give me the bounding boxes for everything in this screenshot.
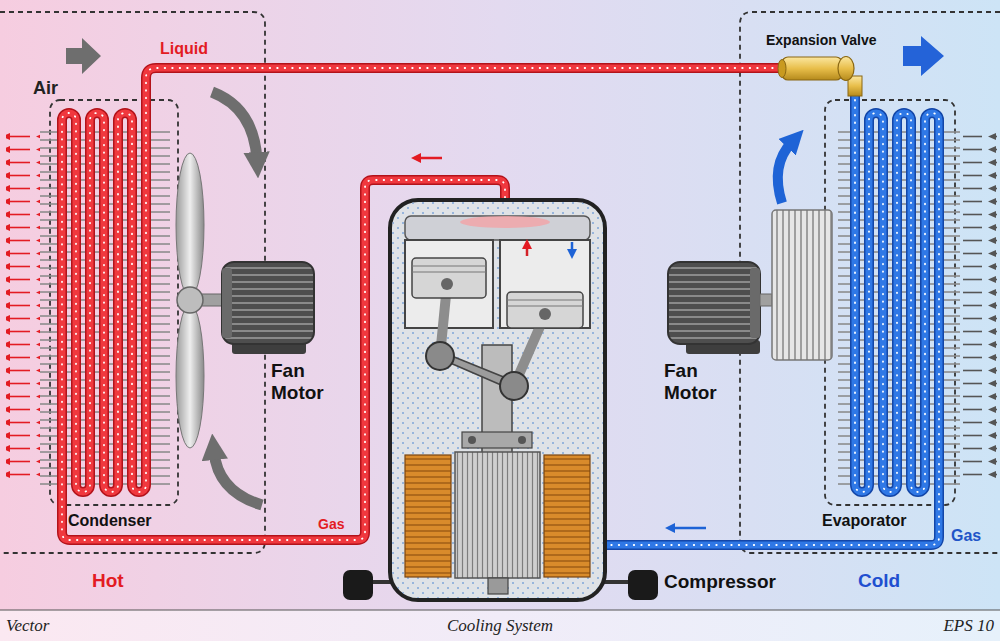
cold-pipe-part <box>602 85 939 545</box>
condenser-fan-part <box>177 287 203 313</box>
fan-motor-part <box>750 268 760 338</box>
compressor-pistons-part <box>441 278 453 290</box>
compressor-pistons-part <box>460 216 550 228</box>
flow-arrow-part <box>66 38 101 74</box>
flow-arrow-part <box>778 142 792 203</box>
compressor-pistons-part <box>412 258 486 298</box>
compressor-feet-part <box>370 580 392 584</box>
compressor-housing <box>390 200 605 600</box>
heat-arrows-part <box>963 128 997 480</box>
compressor-pistons-part <box>412 265 486 266</box>
compressor-crankshaft-part <box>518 436 526 444</box>
component-label: Condenser <box>68 512 152 530</box>
fan-motor-part <box>222 262 314 344</box>
side-label: Hot <box>92 570 124 592</box>
compressor-pistons-part <box>526 244 529 256</box>
flow-arrow-part <box>903 36 944 76</box>
hot-pipe-part <box>416 157 442 160</box>
condenser-fan-part <box>176 153 204 297</box>
cold-pipe-part <box>602 85 939 545</box>
compressor-feet-part <box>343 570 373 600</box>
background-part <box>0 610 1000 611</box>
flow-arrow <box>66 36 944 505</box>
heat-arrows-part <box>6 128 40 480</box>
evaporator-blower <box>772 210 832 360</box>
background-part <box>0 610 1000 641</box>
condenser-fan-part <box>176 304 204 448</box>
evaporator-blower-part <box>772 210 832 360</box>
expansion-valve-part <box>782 57 842 80</box>
fan-motor-part <box>668 262 760 344</box>
compressor-motor-part <box>455 452 540 578</box>
expansion-valve <box>778 57 862 97</box>
compressor-housing-part <box>392 202 603 598</box>
compressor-pistons-part <box>507 305 583 306</box>
compressor-motor <box>405 452 590 594</box>
airflow-label: Air <box>33 78 58 99</box>
footer-note: EPS 10 <box>943 616 994 636</box>
expansion-valve-part <box>838 57 854 81</box>
compressor-motor-part <box>544 455 590 577</box>
footer-note: Vector <box>6 616 49 636</box>
compressor-motor-part <box>405 455 451 577</box>
compressor-motor-part <box>488 578 508 594</box>
fan-motor-part <box>760 294 772 306</box>
flow-arrow-part <box>214 452 262 505</box>
compressor-feet-part <box>628 570 658 600</box>
condenser-fan <box>176 153 224 448</box>
compressor-feet-part <box>603 580 630 584</box>
cold-pipe-part <box>670 527 706 530</box>
component-label: Fan Motor <box>271 360 341 404</box>
compressor-pistons-part <box>539 308 551 320</box>
pipe-label: Gas <box>951 527 981 545</box>
compressor-crankshaft <box>426 342 532 455</box>
fan-motor-part <box>222 268 232 338</box>
compressor-crankshaft-part <box>468 436 476 444</box>
compressor-pistons-part <box>507 292 583 328</box>
compressor-crankshaft-part <box>462 432 532 448</box>
compressor-housing-part <box>390 200 605 600</box>
compressor-crankshaft-part <box>500 372 528 400</box>
flow-arrow-part <box>212 92 257 160</box>
compressor-pistons-part <box>571 242 574 254</box>
component-label: Compressor <box>664 571 776 593</box>
pipe-label: Gas <box>318 516 344 532</box>
compressor-pistons-part <box>405 216 590 240</box>
compressor-pistons-part <box>412 271 486 272</box>
cold-pipe <box>602 85 939 545</box>
pipe-label: Liquid <box>160 40 208 58</box>
expansion-valve-part <box>778 60 786 78</box>
component-label: Fan Motor <box>664 360 734 404</box>
caption: Cooling System <box>447 616 553 636</box>
component-label: Expansion Valve <box>766 32 877 48</box>
compressor-pistons-part <box>500 240 590 328</box>
component-label: Evaporator <box>822 512 906 530</box>
compressor-pistons-part <box>507 299 583 300</box>
cold-pipe-part <box>602 85 939 545</box>
side-label: Cold <box>858 570 900 592</box>
compressor-crankshaft-part <box>426 342 454 370</box>
